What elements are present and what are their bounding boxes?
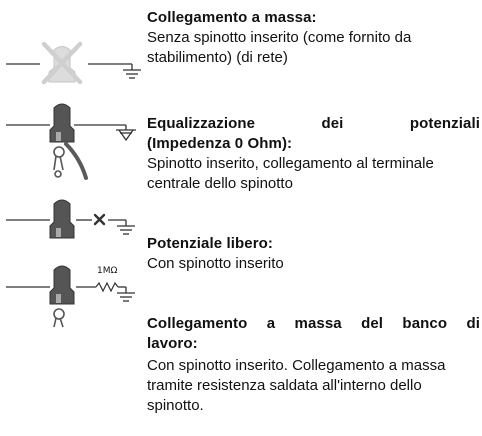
section-description: Senza spinotto inserito (come fornito da… [147, 29, 412, 66]
section-title: Collegamento a massa del banco di [147, 315, 480, 332]
ground-symbol-icon [117, 292, 135, 302]
section-title: Equalizzazione dei potenziali [147, 115, 480, 132]
section-title-cont: (Impedenza 0 Ohm): [147, 135, 293, 152]
ground-cable [64, 142, 88, 180]
plug-icon [49, 199, 75, 239]
section-title: Collegamento a massa: [147, 9, 317, 26]
diagram-floating-potential [6, 199, 135, 239]
ground-symbol-icon [117, 225, 135, 235]
wrench-icon [53, 146, 65, 178]
plug-icon [49, 265, 75, 305]
section-floating-potential: Potenziale libero: Con spinotto inserito [147, 234, 480, 274]
resistor-value-label: 1MΩ [97, 266, 118, 276]
diagram-ground-connection [6, 41, 141, 85]
break-x-icon [93, 213, 106, 226]
diagram-potential-equalization [6, 103, 136, 180]
section-description: Con spinotto inserito. Collegamento a ma… [147, 357, 446, 414]
ground-symbol-icon [116, 129, 136, 142]
no-plug-crossed-icon [41, 41, 83, 85]
resistor-icon [95, 281, 119, 293]
section-description: Spinotto inserito, collegamento al termi… [147, 155, 434, 192]
wrench-icon [53, 308, 65, 328]
section-potential-equalization: Equalizzazione dei potenziali (Impedenza… [147, 114, 480, 194]
section-workbench-ground: Collegamento a massa del banco di lavoro… [147, 314, 480, 416]
diagram-workbench-ground [6, 265, 135, 328]
section-ground-connection: Collegamento a massa: Senza spinotto ins… [147, 8, 480, 68]
section-description: Con spinotto inserito [147, 255, 284, 272]
section-title-cont: lavoro: [147, 335, 198, 352]
section-title: Potenziale libero: [147, 235, 273, 252]
ground-symbol-icon [123, 69, 141, 79]
plug-icon [49, 103, 75, 143]
